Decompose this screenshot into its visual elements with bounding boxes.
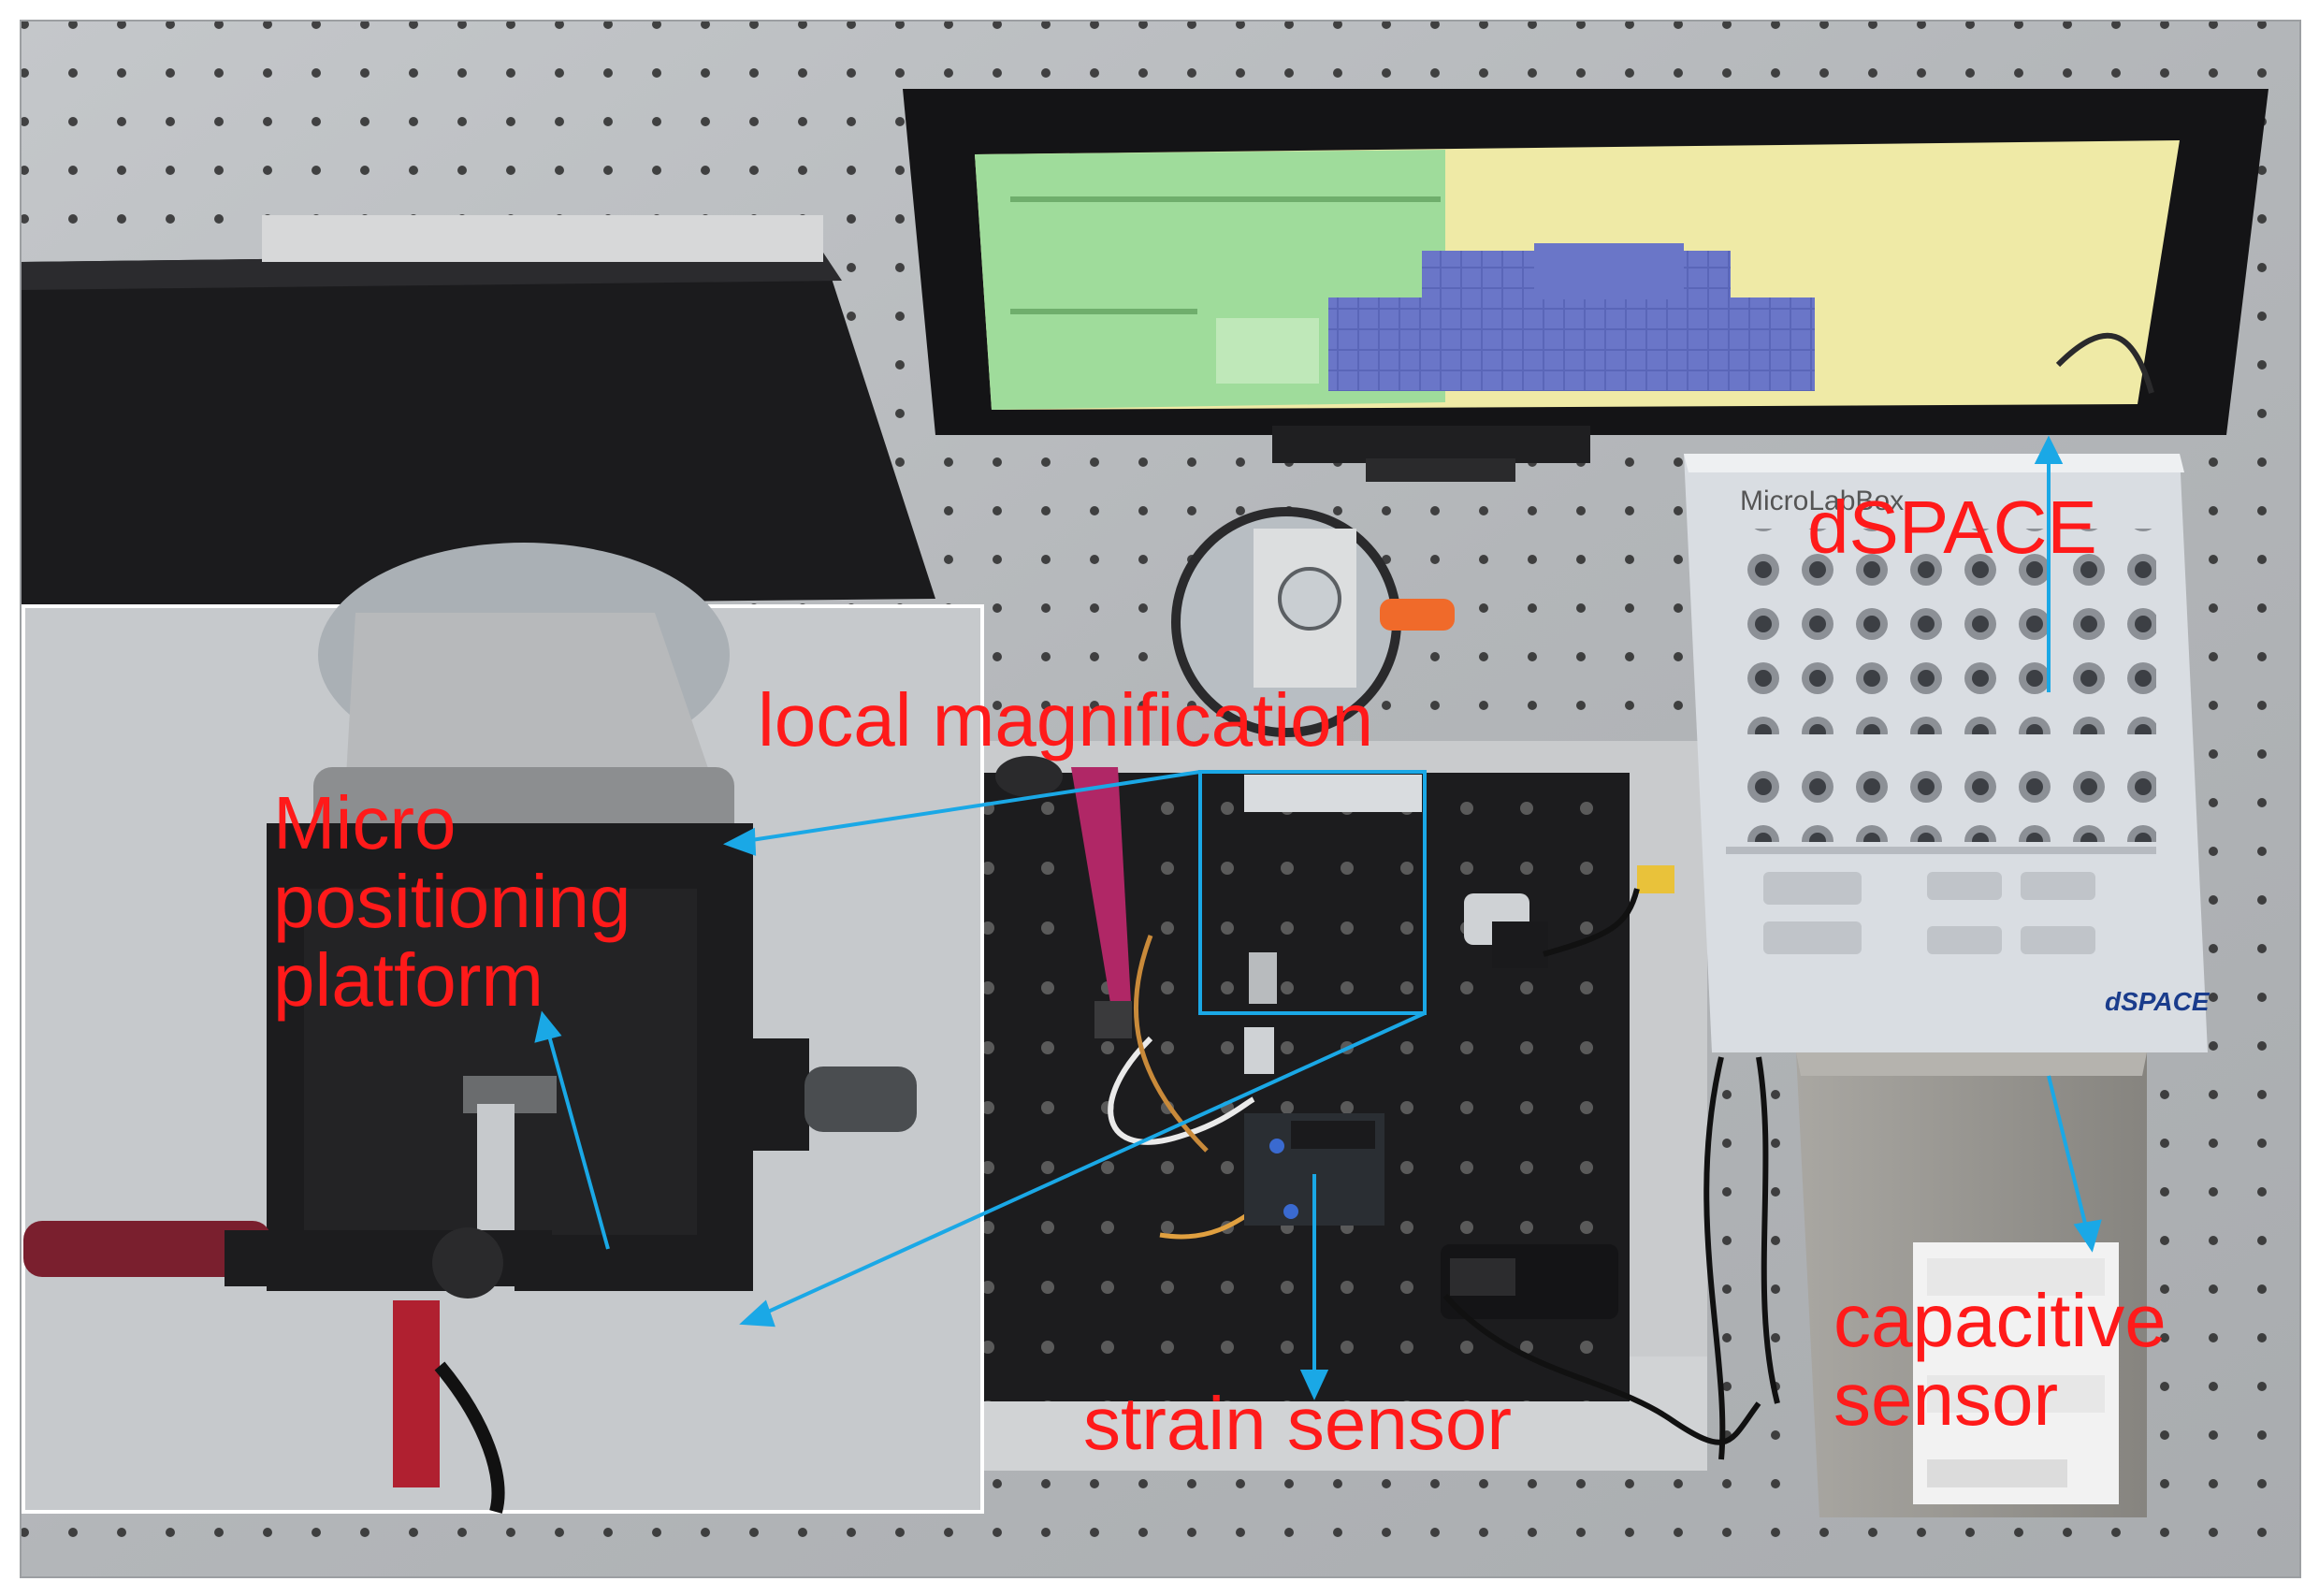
cables [1703, 332, 2154, 1460]
label-capacitive-line2: sensor [1833, 1357, 2059, 1441]
dspace-labbox: MicroLabBox dSPACE [1684, 454, 2210, 1052]
suction-holder [1171, 507, 1455, 812]
laptop [21, 215, 935, 608]
triangle-arrowhead [2073, 1219, 2102, 1253]
monitor [903, 89, 2268, 482]
magnify-arrow-top [738, 770, 1201, 844]
label-micro-line2: positioning [273, 860, 631, 943]
label-dspace: dSPACE [1807, 486, 2097, 569]
magnification-frame [1198, 770, 1427, 1015]
label-micro-line1: Micro [273, 781, 457, 864]
inset-local-magnification [22, 543, 984, 1514]
triangle-arrowhead [723, 827, 757, 856]
label-local-magnification: local magnification [758, 678, 1374, 762]
capacitive-probe [1464, 865, 1674, 968]
magnify-arrow-bottom [755, 1011, 1426, 1319]
clamp-rod [995, 756, 1132, 1038]
annotation-arrows [534, 435, 2102, 1400]
label-strain-sensor: strain sensor [1083, 1382, 1512, 1465]
amplifier-box [1441, 1244, 1761, 1445]
platform-arrow [545, 1028, 610, 1250]
label-capacitive-sensor: capacitive sensor [1833, 1282, 2167, 1439]
dspace-brand-text: dSPACE [2105, 987, 2210, 1016]
label-micro-positioning-platform: Micro positioning platform [273, 784, 631, 1020]
sensor-mount [1108, 935, 1277, 1240]
capacitive-arrow [2047, 1075, 2090, 1236]
triangle-arrowhead [2034, 435, 2064, 464]
capacitive-controller-box [1796, 1052, 2147, 1517]
triangle-arrowhead [1299, 1370, 1329, 1400]
label-micro-line3: platform [273, 938, 544, 1022]
label-capacitive-line1: capacitive [1833, 1279, 2167, 1362]
triangle-arrowhead [534, 1010, 562, 1043]
triangle-arrowhead [739, 1299, 775, 1328]
labbox-model-text: MicroLabBox [1740, 486, 1904, 516]
